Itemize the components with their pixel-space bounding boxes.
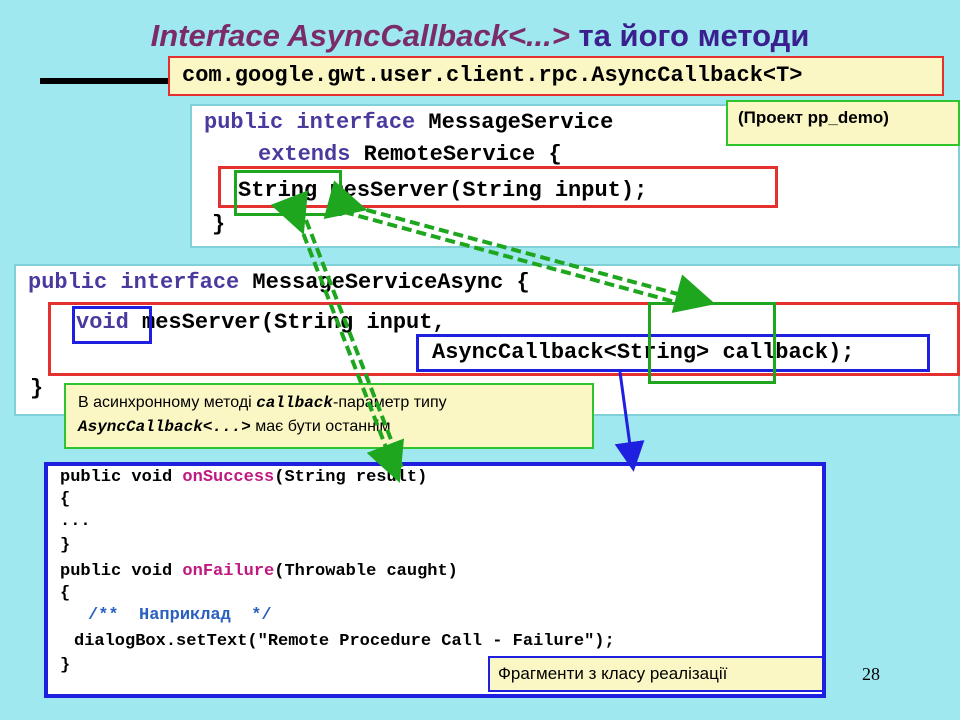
arrow-string-to-generic	[323, 180, 716, 314]
i1-line2: extends RemoteService {	[258, 142, 562, 167]
impl-line5: public void onFailure(Throwable caught)	[60, 562, 458, 581]
callback-param-box	[416, 334, 930, 372]
i2-end: }	[30, 376, 44, 401]
arrow-string-to-onsuccess	[270, 190, 404, 483]
project-label: (Проект pp_demo)	[726, 100, 960, 146]
arrow-string-to-onsuccess-2	[304, 219, 404, 469]
package-box: com.google.gwt.user.client.rpc.AsyncCall…	[168, 56, 944, 96]
arrow-string-to-generic-2	[343, 210, 691, 308]
slide-title: Interface AsyncCallback<...> та його мет…	[150, 18, 810, 53]
title-underline	[40, 78, 180, 84]
i1-end: }	[212, 212, 226, 237]
fragments-label: Фрагменти з класу реалізації	[488, 656, 824, 692]
impl-line6: {	[60, 584, 71, 603]
i1-line1: public interface MessageService	[204, 110, 614, 135]
impl-comment: /** Наприклад */	[88, 606, 272, 625]
i2-callback: AsyncCallback<String> callback);	[432, 340, 855, 365]
impl-line3: ...	[60, 512, 91, 531]
void-box	[72, 306, 152, 344]
impl-line2: {	[60, 490, 71, 509]
arrow-callback-to-impl	[614, 371, 645, 472]
impl-line4: }	[60, 536, 71, 555]
page-number: 28	[862, 664, 880, 684]
impl-line9: }	[60, 656, 71, 675]
impl-line8: dialogBox.setText("Remote Procedure Call…	[74, 632, 615, 651]
